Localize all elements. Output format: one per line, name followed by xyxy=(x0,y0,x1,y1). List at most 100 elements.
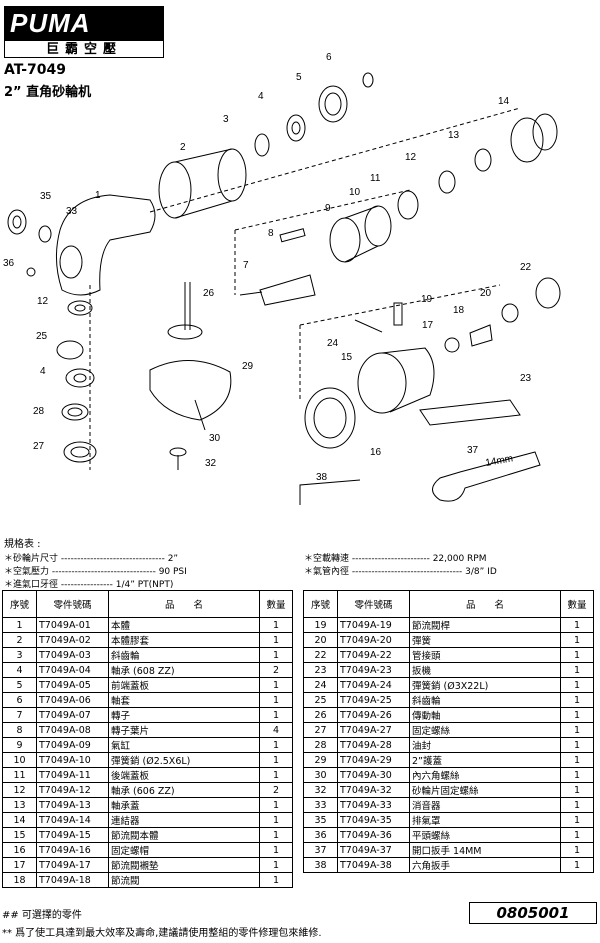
row-name: 氣缸 xyxy=(108,737,260,753)
row-part-no: T7049A-26 xyxy=(337,707,410,723)
callout-10: 10 xyxy=(349,187,361,198)
spec-hose-size: ＊氣管內徑 ----------------------------------… xyxy=(304,567,497,577)
header-qty: 數量 xyxy=(259,590,293,618)
row-qty: 1 xyxy=(560,812,594,828)
callout-11: 11 xyxy=(370,173,381,184)
callout-6: 6 xyxy=(326,52,332,63)
row-name: 消音器 xyxy=(409,797,561,813)
header-name: 品 名 xyxy=(409,590,561,618)
row-name: 固定螺絲 xyxy=(409,722,561,738)
row-name: 固定螺帽 xyxy=(108,842,260,858)
row-name: 彈簧銷 (Ø2.5X6L) xyxy=(108,752,260,768)
row-name: 砂輪片固定螺絲 xyxy=(409,782,561,798)
row-no: 36 xyxy=(303,827,338,843)
row-qty: 2 xyxy=(259,662,293,678)
row-qty: 1 xyxy=(259,797,293,813)
row-part-no: T7049A-08 xyxy=(36,722,109,738)
row-no: 1 xyxy=(2,617,37,633)
row-qty: 1 xyxy=(560,632,594,648)
row-name: 油封 xyxy=(409,737,561,753)
row-part-no: T7049A-23 xyxy=(337,662,410,678)
row-part-no: T7049A-20 xyxy=(337,632,410,648)
callout-12b: 12 xyxy=(37,296,49,307)
row-part-no: T7049A-02 xyxy=(36,632,109,648)
row-part-no: T7049A-16 xyxy=(36,842,109,858)
repair-kit-note: ** 爲了使工具達到最大效率及壽命,建議請使用整組的零件修理包來維修. xyxy=(2,928,322,939)
callout-19: 19 xyxy=(421,294,433,305)
row-no: 15 xyxy=(2,827,37,843)
brand-subtitle: 巨霸空壓 xyxy=(4,40,164,58)
puma-logo: PUMA 巨霸空壓 xyxy=(4,6,164,58)
row-no: 5 xyxy=(2,677,37,693)
row-qty: 1 xyxy=(259,617,293,633)
callout-1: 1 xyxy=(95,190,101,201)
row-qty: 1 xyxy=(259,677,293,693)
callout-3: 3 xyxy=(223,114,229,125)
row-no: 28 xyxy=(303,737,338,753)
row-no: 33 xyxy=(303,797,338,813)
row-no: 27 xyxy=(303,722,338,738)
header-no: 序號 xyxy=(2,590,37,618)
row-name: 軸承 (606 ZZ) xyxy=(108,782,260,798)
row-name: 轉子 xyxy=(108,707,260,723)
row-name: 前端蓋板 xyxy=(108,677,260,693)
row-qty: 1 xyxy=(560,842,594,858)
row-part-no: T7049A-30 xyxy=(337,767,410,783)
row-no: 6 xyxy=(2,692,37,708)
callout-22: 22 xyxy=(520,262,532,273)
row-no: 24 xyxy=(303,677,338,693)
row-no: 17 xyxy=(2,857,37,873)
row-no: 4 xyxy=(2,662,37,678)
row-no: 18 xyxy=(2,872,37,888)
row-part-no: T7049A-18 xyxy=(36,872,109,888)
callout-24: 24 xyxy=(327,338,339,349)
row-name: 軸承 (608 ZZ) xyxy=(108,662,260,678)
callout-27: 27 xyxy=(33,441,45,452)
row-part-no: T7049A-17 xyxy=(36,857,109,873)
row-no: 23 xyxy=(303,662,338,678)
row-no: 13 xyxy=(2,797,37,813)
row-name: 軸承蓋 xyxy=(108,797,260,813)
row-part-no: T7049A-14 xyxy=(36,812,109,828)
header-no: 序號 xyxy=(303,590,338,618)
row-qty: 1 xyxy=(560,647,594,663)
row-qty: 1 xyxy=(259,767,293,783)
row-part-no: T7049A-10 xyxy=(36,752,109,768)
row-part-no: T7049A-27 xyxy=(337,722,410,738)
row-qty: 1 xyxy=(259,857,293,873)
row-no: 7 xyxy=(2,707,37,723)
callout-33: 33 xyxy=(66,206,78,217)
callout-20: 20 xyxy=(480,288,492,299)
row-no: 12 xyxy=(2,782,37,798)
row-no: 3 xyxy=(2,647,37,663)
row-no: 20 xyxy=(303,632,338,648)
row-part-no: T7049A-37 xyxy=(337,842,410,858)
row-no: 10 xyxy=(2,752,37,768)
row-name: 斜齒輪 xyxy=(108,647,260,663)
row-name: 轉子葉片 xyxy=(108,722,260,738)
callout-18: 18 xyxy=(453,305,465,316)
callout-17: 17 xyxy=(422,320,434,331)
row-no: 9 xyxy=(2,737,37,753)
row-part-no: T7049A-13 xyxy=(36,797,109,813)
row-name: 連結器 xyxy=(108,812,260,828)
row-qty: 1 xyxy=(560,662,594,678)
row-part-no: T7049A-35 xyxy=(337,812,410,828)
row-qty: 1 xyxy=(560,797,594,813)
callout-15: 15 xyxy=(341,352,353,363)
header-part-no: 零件號碼 xyxy=(36,590,109,618)
product-title: 2” 直角砂輪机 xyxy=(4,85,92,100)
row-part-no: T7049A-36 xyxy=(337,827,410,843)
callout-37: 37 xyxy=(467,445,479,456)
specs-heading: 規格表 : xyxy=(4,539,41,550)
row-qty: 1 xyxy=(259,842,293,858)
